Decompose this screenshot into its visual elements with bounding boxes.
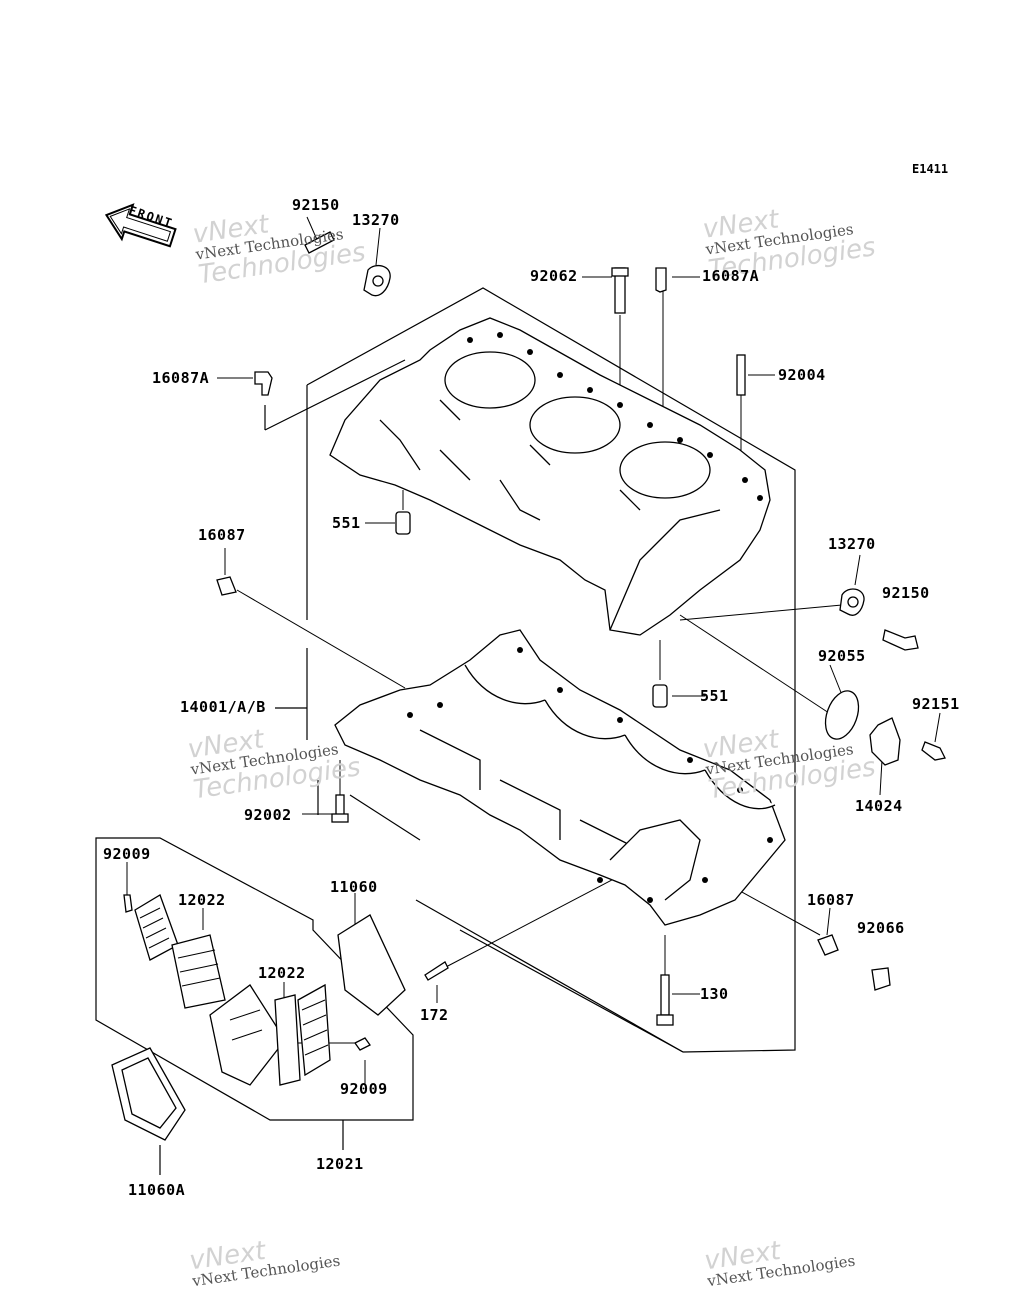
label-92150-top[interactable]: 92150 <box>292 196 340 214</box>
label-92066[interactable]: 92066 <box>857 919 905 937</box>
label-130[interactable]: 130 <box>700 985 729 1003</box>
label-551-top[interactable]: 551 <box>332 514 361 532</box>
front-arrow-icon <box>104 203 177 248</box>
label-92062[interactable]: 92062 <box>530 267 578 285</box>
label-16087-left[interactable]: 16087 <box>198 526 246 544</box>
label-14001[interactable]: 14001/A/B <box>180 698 266 716</box>
diagram-code: E1411 <box>912 162 949 176</box>
label-12022-b[interactable]: 12022 <box>258 964 306 982</box>
lower-crankcase <box>334 629 786 926</box>
label-16087a-left[interactable]: 16087A <box>152 369 210 387</box>
label-92009-bottom[interactable]: 92009 <box>340 1080 388 1098</box>
label-13270-top[interactable]: 13270 <box>352 211 400 229</box>
label-551-bottom[interactable]: 551 <box>700 687 729 705</box>
label-92151[interactable]: 92151 <box>912 695 960 713</box>
label-92009-top[interactable]: 92009 <box>103 845 151 863</box>
label-172[interactable]: 172 <box>420 1006 449 1024</box>
label-13270-right[interactable]: 13270 <box>828 535 876 553</box>
label-12022-a[interactable]: 12022 <box>178 891 226 909</box>
label-16087-right[interactable]: 16087 <box>807 891 855 909</box>
label-92055[interactable]: 92055 <box>818 647 866 665</box>
label-14024[interactable]: 14024 <box>855 797 903 815</box>
label-11060a[interactable]: 11060A <box>128 1181 186 1199</box>
label-92002[interactable]: 92002 <box>244 806 292 824</box>
label-12021[interactable]: 12021 <box>316 1155 364 1173</box>
label-92004[interactable]: 92004 <box>778 366 826 384</box>
upper-crankcase <box>329 317 771 636</box>
label-92150-right[interactable]: 92150 <box>882 584 930 602</box>
label-16087a-top[interactable]: 16087A <box>702 267 760 285</box>
label-11060[interactable]: 11060 <box>330 878 378 896</box>
